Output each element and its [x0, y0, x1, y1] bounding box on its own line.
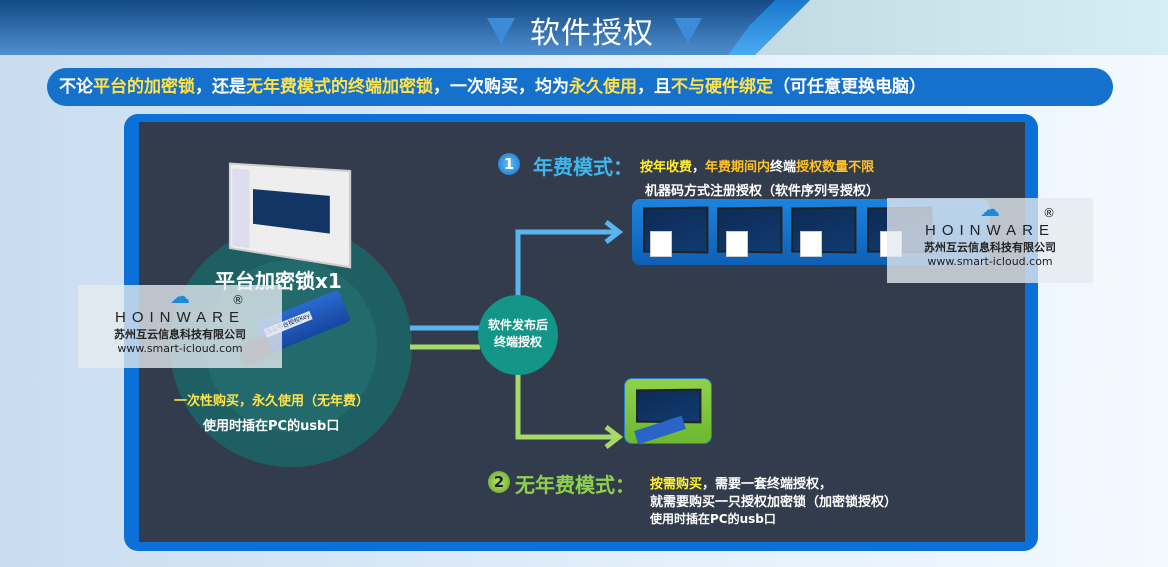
arrow-head-icon: [604, 220, 624, 244]
banner-highlight: 无年费模式的终端加密锁: [246, 77, 433, 97]
step-1-badge: 1: [498, 153, 520, 175]
platform-line2: 使用时插在PC的usb口: [203, 419, 340, 434]
watermark-brand: HOINWARE: [115, 309, 245, 326]
annual-d1: 按年收费: [640, 160, 693, 175]
registered-mark: ®: [232, 293, 244, 307]
step-2-badge: 2: [488, 471, 510, 493]
certificate-icon: [726, 231, 748, 257]
banner-highlight: 不与硬件绑定: [671, 77, 773, 97]
annual-d5: 授权数量不限: [796, 160, 875, 175]
annual-d3: 年费期间内: [705, 160, 771, 175]
watermark-brand: HOINWARE: [925, 222, 1055, 239]
platform-line1: 一次性购买，永久使用（无年费）: [174, 394, 370, 409]
arrow-head-icon: [604, 425, 624, 449]
nofee-line2: 就需要购买一只授权加密锁（加密锁授权）: [650, 495, 898, 510]
watermark-url: www.smart-icloud.com: [117, 342, 243, 355]
annual-subtitle: 机器码方式注册授权（软件序列号授权）: [645, 184, 880, 199]
banner-text: ，且: [637, 77, 671, 97]
page-title: 软件授权: [530, 16, 654, 51]
header: 软件授权: [0, 0, 1168, 55]
annual-d2: ，: [692, 160, 706, 175]
watermark: ☁ ® HOINWARE 苏州互云信息科技有限公司 www.smart-iclo…: [887, 198, 1093, 283]
watermark-company: 苏州互云信息科技有限公司: [114, 328, 246, 341]
watermark-company: 苏州互云信息科技有限公司: [924, 241, 1056, 254]
certificate-icon: [650, 231, 672, 257]
annual-d4: 终端: [770, 160, 797, 175]
nofee-arrow: [515, 370, 618, 440]
banner-text: （可任意更换电脑）: [773, 77, 926, 97]
annual-title: 年费模式：: [533, 155, 633, 179]
banner-text: 不论: [59, 77, 93, 97]
triangle-down-icon: [674, 18, 702, 44]
registered-mark: ®: [1043, 206, 1055, 220]
cloud-icon: ☁: [980, 197, 1000, 221]
center-node: 软件发布后终端授权: [478, 295, 558, 375]
banner-text: ，还是: [195, 77, 246, 97]
certificate-icon: [800, 231, 822, 257]
nofee-title: 无年费模式：: [515, 473, 635, 497]
banner-text: ，一次购买，均为: [433, 77, 569, 97]
banner-highlight: 永久使用: [569, 77, 637, 97]
nofee-card: [624, 378, 712, 445]
cloud-icon: ☁: [170, 284, 190, 308]
watermark: ☁ ® HOINWARE 苏州互云信息科技有限公司 www.smart-iclo…: [78, 285, 282, 368]
node-line2: 终端授权: [493, 335, 542, 349]
annual-arrow: [515, 229, 618, 300]
nofee-d2: ，需要一套终端授权，: [702, 477, 833, 492]
banner-highlight: 平台的加密锁: [93, 77, 195, 97]
nofee-d1: 按需购买: [650, 477, 703, 492]
watermark-url: www.smart-icloud.com: [927, 255, 1053, 268]
node-line1: 软件发布后: [487, 318, 548, 332]
triangle-down-icon: [487, 18, 515, 44]
summary-banner: 不论平台的加密锁，还是无年费模式的终端加密锁，一次购买，均为永久使用，且不与硬件…: [47, 68, 1113, 106]
nofee-line3: 使用时插在PC的usb口: [650, 512, 776, 526]
